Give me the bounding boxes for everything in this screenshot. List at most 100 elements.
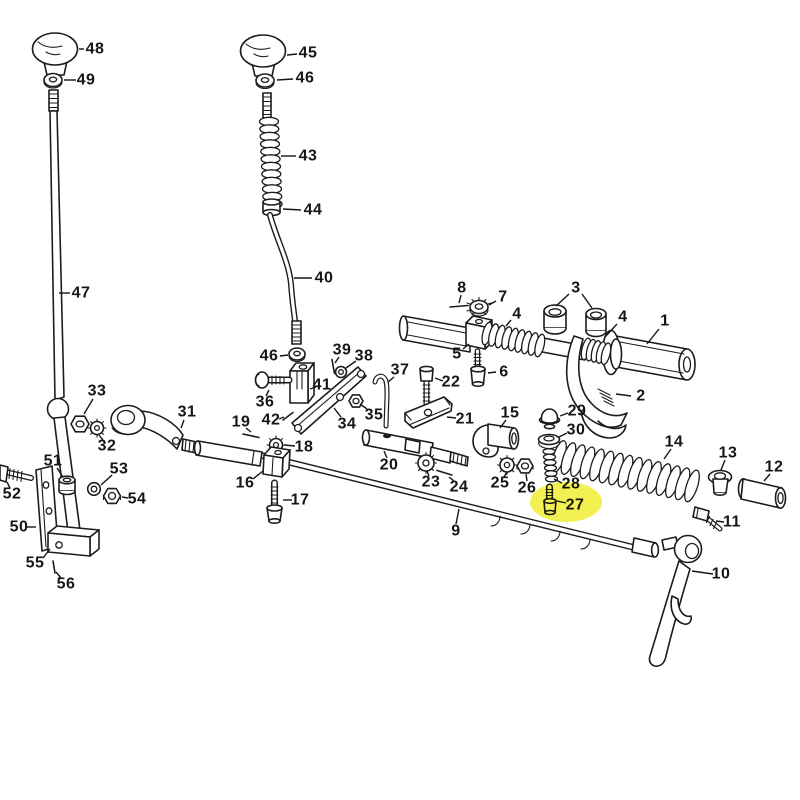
gearshift-lever-47 (31, 32, 81, 533)
leader-line-32 (98, 434, 104, 441)
eye-lever-31-assembly (70, 404, 198, 454)
part-label-15: 15 (501, 405, 520, 422)
clevis-15 (472, 423, 520, 458)
rod-37 (372, 373, 390, 429)
cup-washer-30 (537, 433, 561, 450)
linkage-cluster (242, 347, 453, 455)
part-label-13: 13 (719, 445, 738, 462)
leader-line-46 (276, 78, 294, 81)
leader-line-24 (448, 476, 455, 482)
pin-24 (436, 469, 453, 476)
leader-line-26 (525, 473, 528, 482)
part-label-50: 50 (10, 519, 29, 536)
link-21 (404, 396, 453, 429)
nut-46-lower (288, 347, 306, 362)
part-label-25: 25 (491, 475, 510, 492)
part-label-8: 8 (457, 280, 466, 297)
leader-line-31 (180, 419, 185, 429)
part-label-42: 42 (262, 412, 281, 429)
bolt-22 (419, 365, 434, 409)
leader-line-8 (458, 294, 462, 304)
part-label-6: 6 (499, 364, 508, 381)
leader-line-2 (615, 393, 632, 397)
leader-line-12 (763, 473, 771, 482)
leader-line-5 (462, 343, 470, 350)
part-label-47: 47 (72, 285, 91, 302)
pin-42 (282, 411, 294, 421)
washer-38 (334, 365, 348, 379)
nut-35 (348, 394, 364, 408)
leader-line-11 (715, 520, 725, 523)
leader-line-10 (691, 570, 714, 575)
part-label-22: 22 (442, 374, 461, 391)
part-label-46: 46 (260, 348, 279, 365)
leader-line-16 (252, 470, 264, 480)
nut-46-upper (255, 73, 275, 90)
knob-45 (239, 34, 287, 68)
part-label-26: 26 (518, 480, 537, 497)
pin-39 (331, 358, 336, 375)
part-label-53: 53 (110, 461, 129, 478)
eye-lever-31 (110, 404, 184, 450)
leader-line-4 (604, 323, 618, 338)
bushing-13 (707, 469, 733, 496)
star-washer-25 (496, 454, 518, 476)
leader-line-13 (720, 459, 726, 471)
star-washer-23 (414, 451, 438, 475)
knob-48 (31, 32, 79, 66)
part-label-38: 38 (355, 348, 374, 365)
bolt-17 (266, 479, 283, 524)
leader-line-54 (121, 496, 129, 499)
part-label-55: 55 (26, 555, 45, 572)
part-label-40: 40 (315, 270, 334, 287)
leader-line-53 (100, 474, 113, 486)
leader-line-18 (283, 444, 296, 447)
leader-line-42 (278, 416, 285, 420)
part-label-51: 51 (44, 453, 63, 470)
part-label-4: 4 (618, 309, 627, 326)
leader-line-37 (387, 376, 395, 383)
part-label-33: 33 (88, 383, 107, 400)
leader-line-6 (487, 371, 497, 374)
part-label-48: 48 (86, 41, 105, 58)
cap-nut-29 (538, 408, 561, 430)
leader-line-56 (55, 571, 62, 579)
leader-line-9 (455, 508, 460, 525)
leader-line-20 (383, 450, 388, 459)
part-label-2: 2 (636, 388, 645, 405)
part-label-7: 7 (498, 289, 507, 306)
bolt-11 (692, 506, 723, 532)
bushing-3b (585, 307, 607, 338)
leader-line-19 (245, 427, 252, 433)
trunnion-block-41 (289, 362, 315, 404)
leader-line-35 (359, 403, 368, 410)
spring-43 (258, 116, 283, 209)
part-label-56: 56 (57, 576, 76, 593)
part-label-41: 41 (313, 377, 332, 394)
nut-33 (70, 415, 90, 433)
leader-line-21 (446, 416, 457, 419)
part-label-36: 36 (256, 394, 275, 411)
leader-line-45 (286, 53, 298, 56)
leader-line-55 (42, 548, 51, 559)
leader-line-22 (434, 377, 444, 382)
spring-4-right (580, 337, 612, 366)
part-label-23: 23 (422, 474, 441, 491)
part-label-54: 54 (128, 491, 147, 508)
leader-line-25 (503, 471, 508, 478)
spring-28 (542, 448, 559, 483)
part-label-20: 20 (380, 457, 399, 474)
shaft-20-assembly (361, 429, 469, 476)
bushing-51 (58, 475, 76, 496)
lever-arm-34 (291, 366, 367, 435)
leader-line-1 (646, 328, 660, 345)
nut-26 (516, 458, 534, 474)
leader-line-14 (663, 448, 672, 460)
leader-line-29 (559, 412, 569, 417)
leader-line-4 (505, 319, 512, 327)
part-label-21: 21 (456, 411, 475, 428)
part-label-29: 29 (568, 403, 587, 420)
part-label-16: 16 (236, 475, 255, 492)
leader-line-34 (333, 407, 342, 418)
leader-line-15 (499, 419, 507, 429)
